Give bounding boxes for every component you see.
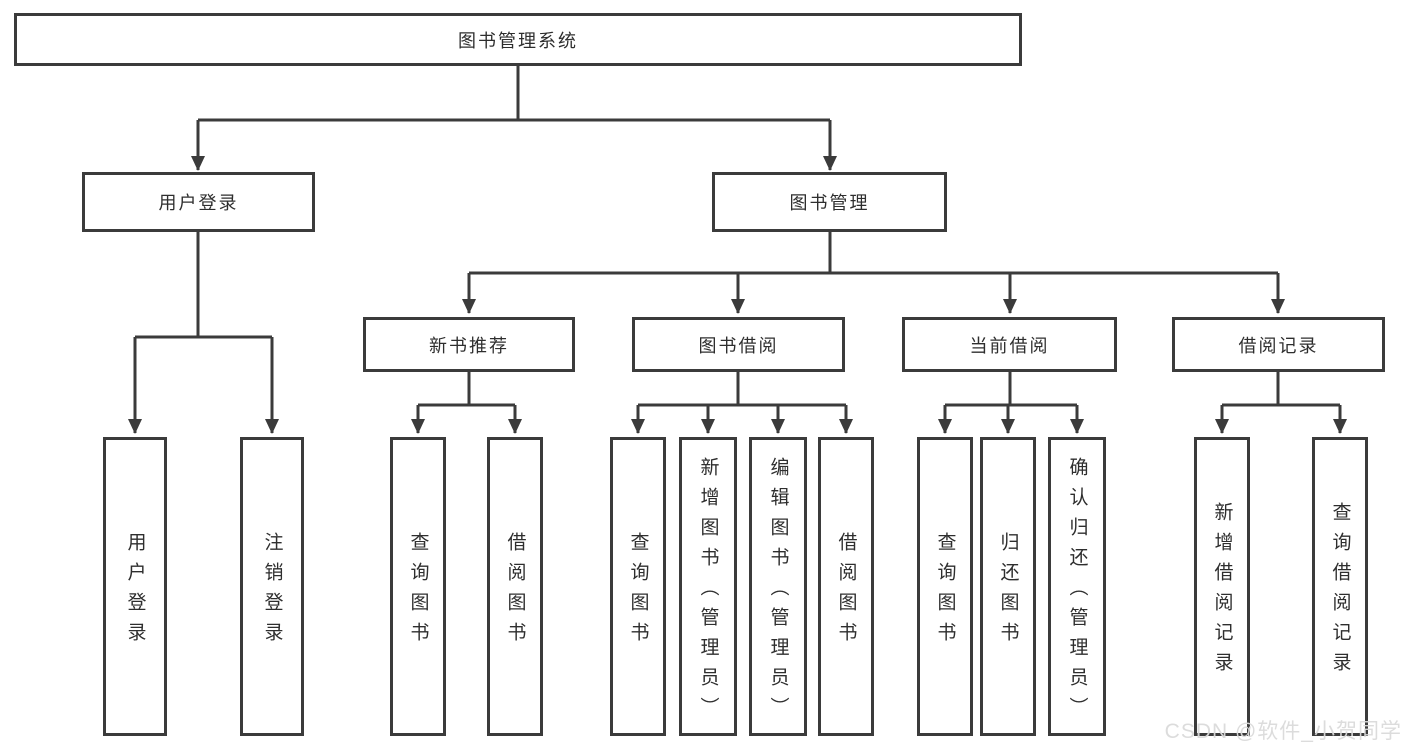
node-label: 查询借阅记录 xyxy=(1329,502,1351,682)
node-label: 借阅记录 xyxy=(1238,335,1319,356)
leaf-cb-confirm-return-admin: 确认归还（管理员） xyxy=(1048,437,1106,736)
node-label: 借阅图书 xyxy=(835,532,857,652)
node-book-borrow: 图书借阅 xyxy=(632,317,845,372)
leaf-bb-edit-books-admin: 编辑图书（管理员） xyxy=(749,437,807,736)
node-label: 图书管理系统 xyxy=(458,30,578,51)
node-current-borrow: 当前借阅 xyxy=(902,317,1117,372)
node-label: 归还图书 xyxy=(997,532,1019,652)
leaf-logout-login: 注销登录 xyxy=(240,437,304,736)
leaf-br-add-borrow-record: 新增借阅记录 xyxy=(1194,437,1250,736)
leaf-nbr-query-books: 查询图书 xyxy=(390,437,446,736)
node-label: 图书管理 xyxy=(789,193,870,213)
leaf-nbr-borrow-books: 借阅图书 xyxy=(487,437,543,736)
leaf-user-login: 用户登录 xyxy=(103,437,167,736)
leaf-br-query-borrow-record: 查询借阅记录 xyxy=(1312,437,1368,736)
node-label: 查询图书 xyxy=(934,532,956,652)
node-label: 当前借阅 xyxy=(969,335,1050,356)
node-label: 查询图书 xyxy=(627,532,649,652)
node-label: 用户登录 xyxy=(158,193,239,213)
node-label: 新增借阅记录 xyxy=(1211,502,1233,682)
node-library-system-root: 图书管理系统 xyxy=(14,13,1022,66)
node-new-book-recommend: 新书推荐 xyxy=(363,317,575,372)
leaf-bb-borrow-books: 借阅图书 xyxy=(818,437,874,736)
leaf-cb-return-books: 归还图书 xyxy=(980,437,1036,736)
node-borrow-record: 借阅记录 xyxy=(1172,317,1385,372)
leaf-bb-query-books: 查询图书 xyxy=(610,437,666,736)
csdn-watermark: CSDN @软件_小贺同学 xyxy=(1164,720,1402,743)
node-label: 编辑图书（管理员） xyxy=(767,457,789,727)
node-label: 图书借阅 xyxy=(698,335,779,356)
node-label: 注销登录 xyxy=(261,532,283,652)
node-label: 查询图书 xyxy=(407,532,429,652)
leaf-cb-query-books: 查询图书 xyxy=(917,437,973,736)
node-user-login: 用户登录 xyxy=(82,172,315,232)
node-label: 借阅图书 xyxy=(504,532,526,652)
node-label: 新书推荐 xyxy=(429,335,509,356)
leaf-bb-add-books-admin: 新增图书（管理员） xyxy=(679,437,737,736)
node-book-management: 图书管理 xyxy=(712,172,947,232)
node-label: 用户登录 xyxy=(124,532,146,652)
node-label: 新增图书（管理员） xyxy=(697,457,719,727)
node-label: 确认归还（管理员） xyxy=(1066,457,1088,727)
